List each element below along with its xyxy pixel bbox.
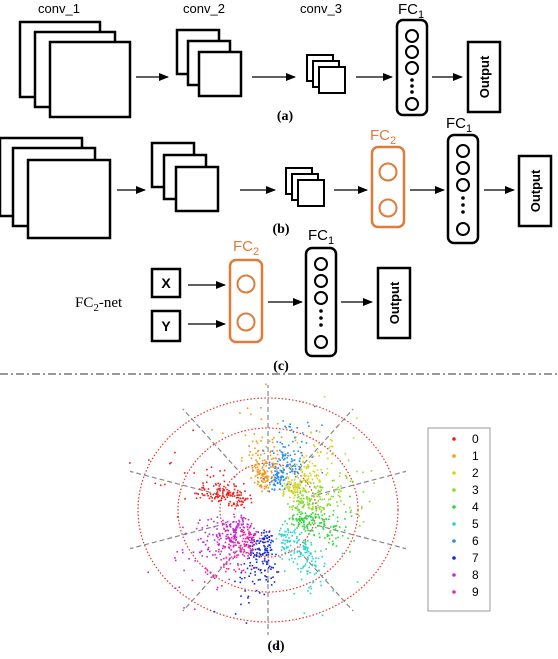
conv2-stack-b — [150, 141, 220, 213]
fc2-block-b — [370, 145, 406, 229]
x-input-box: X — [150, 267, 182, 299]
output-box-a: Output — [466, 40, 502, 114]
legend-entry: 7 — [452, 551, 479, 565]
conv2-stack — [175, 28, 243, 98]
conv3-stack — [306, 54, 346, 94]
y-input-box: Y — [150, 309, 182, 343]
legend-label: 8 — [472, 568, 479, 582]
fc1-label-b: FC1 — [446, 115, 472, 135]
sector-line — [129, 470, 219, 496]
output-box-c: Output — [376, 266, 412, 340]
legend-marker — [452, 590, 456, 594]
scatter-cluster — [287, 459, 375, 527]
sector-lines — [129, 385, 407, 635]
sector-line — [298, 550, 354, 612]
panel-b: FC2 FC1 — [0, 115, 553, 245]
legend-marker — [452, 437, 456, 441]
conv3-stack-b — [285, 167, 325, 207]
panel-d: 0 1 2 3 4 5 6 7 8 9 (d) — [129, 383, 491, 654]
legend-marker — [452, 573, 456, 577]
panel-c: FC2 FC1 FC2-net X Y — [75, 227, 412, 374]
legend-label: 4 — [472, 500, 479, 514]
panel-c-label: (c) — [273, 359, 289, 374]
embedding-scatter — [129, 383, 375, 648]
sector-line — [298, 408, 354, 470]
fc1-label-a: FC1 — [398, 1, 424, 21]
legend-marker — [452, 556, 456, 560]
scatter-cluster — [213, 529, 280, 648]
conv3-label: conv_3 — [300, 1, 342, 16]
sector-line — [182, 550, 238, 612]
fc1-block-b — [446, 133, 480, 245]
legend-marker — [452, 522, 456, 526]
legend-marker — [452, 505, 456, 509]
legend-entry: 9 — [452, 585, 479, 599]
legend-marker — [452, 454, 456, 458]
svg-text:Output: Output — [477, 55, 492, 98]
scatter-cluster — [129, 429, 253, 518]
legend-entry: 3 — [452, 483, 479, 497]
fc1-block-c — [304, 246, 338, 358]
legend-entry: 8 — [452, 568, 479, 582]
legend-label: 7 — [472, 551, 479, 565]
sector-line — [317, 470, 407, 496]
legend-entry: 1 — [452, 449, 479, 463]
panel-a: conv_1 conv_2 conv_3 FC1 — [18, 1, 502, 124]
legend-marker — [452, 488, 456, 492]
sector-line — [182, 408, 238, 470]
legend-entry: 5 — [452, 517, 479, 531]
scatter-cluster — [178, 522, 263, 611]
legend-marker — [452, 539, 456, 543]
sector-line — [317, 524, 407, 550]
conv1-stack-b — [0, 136, 112, 240]
legend-entry: 6 — [452, 534, 479, 548]
svg-text:Output: Output — [528, 169, 543, 212]
fc2-block-c — [228, 258, 264, 344]
legend-label: 5 — [472, 517, 479, 531]
legend-label: 0 — [472, 432, 479, 446]
legend-entry: 2 — [452, 466, 479, 480]
fc2-net-label: FC2-net — [75, 295, 123, 314]
legend-marker — [452, 471, 456, 475]
conv1-stack — [18, 20, 132, 119]
scatter-cluster — [284, 495, 355, 553]
conv2-label: conv_2 — [183, 1, 225, 16]
panel-d-label: (d) — [267, 639, 284, 654]
scatter-cluster — [262, 405, 324, 493]
legend-label: 9 — [472, 585, 479, 599]
legend: 0 1 2 3 4 5 6 7 8 9 — [427, 427, 491, 612]
scatter-cluster — [256, 522, 359, 617]
svg-text:Output: Output — [387, 281, 402, 324]
legend-entry: 4 — [452, 500, 479, 514]
conv1-label: conv_1 — [38, 1, 80, 16]
panel-a-label: (a) — [277, 109, 294, 124]
legend-label: 1 — [472, 449, 479, 463]
sector-line — [129, 524, 219, 550]
output-box-b: Output — [517, 154, 553, 228]
legend-entry: 0 — [452, 432, 479, 446]
legend-label: 6 — [472, 534, 479, 548]
scatter-cluster — [147, 513, 255, 589]
fc1-label-c: FC1 — [308, 227, 334, 247]
fc1-block-a — [395, 18, 429, 117]
legend-label: 3 — [472, 483, 479, 497]
scatter-cluster — [279, 395, 358, 499]
legend-label: 2 — [472, 466, 479, 480]
fc2-label-b: FC2 — [370, 127, 396, 147]
panel-b-label: (b) — [272, 222, 289, 237]
fc2-label-c: FC2 — [233, 238, 259, 258]
svg-text:Y: Y — [161, 318, 171, 334]
svg-text:X: X — [161, 275, 171, 291]
